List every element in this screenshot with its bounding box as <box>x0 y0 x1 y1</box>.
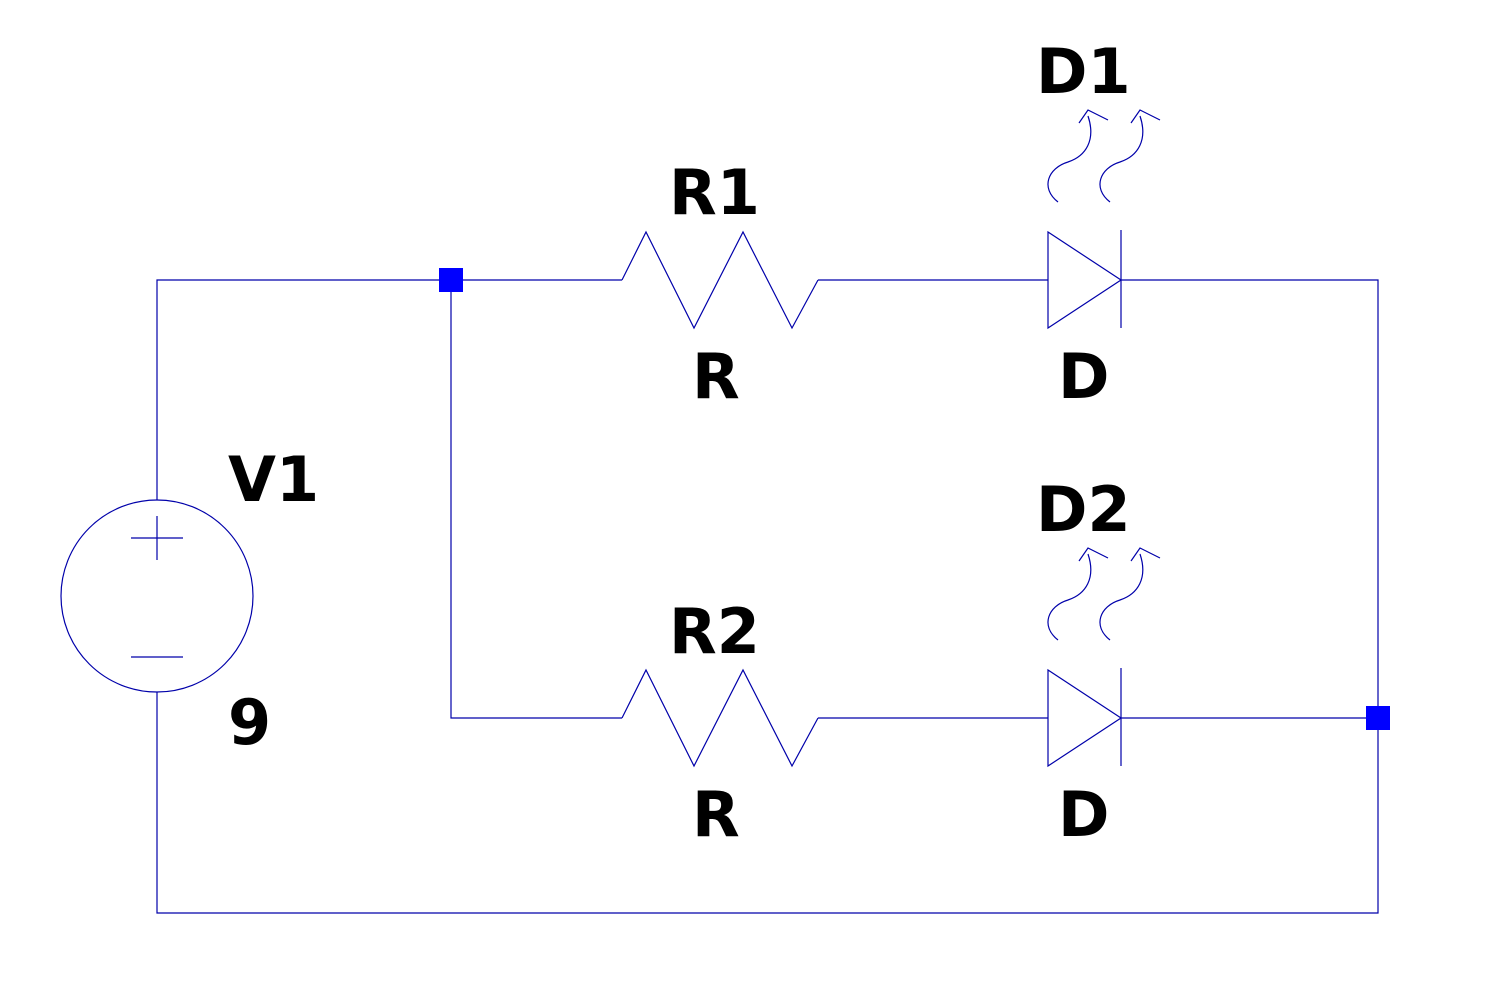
junction-node-right <box>1366 706 1390 730</box>
wire-d1-to-right <box>1121 279 1379 718</box>
d2-value-label: D <box>1058 778 1109 851</box>
resistor-icon[interactable] <box>621 668 819 768</box>
d2-ref-label: D2 <box>1036 473 1131 546</box>
v1-value-label: 9 <box>228 686 271 759</box>
r1-value-label: R <box>692 340 740 413</box>
wire-bottom-return <box>156 692 1379 914</box>
light-emission-arrows-icon <box>1047 109 1161 203</box>
led-icon[interactable] <box>1047 547 1161 768</box>
wire-branch-down <box>450 280 622 719</box>
d1-value-label: D <box>1058 340 1109 413</box>
junction-node-left <box>439 268 463 292</box>
r1-ref-label: R1 <box>669 156 760 229</box>
wires <box>156 279 1379 914</box>
wire-top-left <box>156 279 622 500</box>
r2-ref-label: R2 <box>669 595 760 668</box>
v1-ref-label: V1 <box>228 443 319 516</box>
led-icon[interactable] <box>1047 109 1161 330</box>
resistor-icon[interactable] <box>621 230 819 330</box>
light-emission-arrows-icon <box>1047 547 1161 641</box>
r2-value-label: R <box>692 778 740 851</box>
voltage-source-icon[interactable] <box>60 499 254 693</box>
d1-ref-label: D1 <box>1036 35 1131 108</box>
